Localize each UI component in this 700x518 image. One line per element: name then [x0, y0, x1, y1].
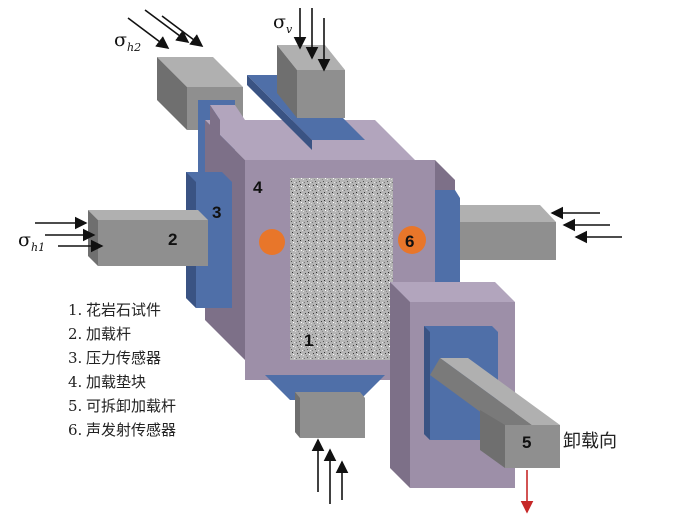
arrows-sigma-h2	[127, 9, 204, 49]
number-1-specimen: 1	[304, 331, 313, 350]
arrows-right-side	[550, 206, 622, 244]
pressure-sensor-right	[435, 190, 460, 290]
number-5-removable-rod: 5	[522, 433, 531, 452]
legend-item: 1.花岩石试件	[68, 301, 162, 319]
label-sigma-v: σv	[273, 11, 293, 36]
legend-item: 5.可拆卸加载杆	[68, 397, 177, 415]
arrows-sigma-v	[293, 8, 331, 72]
legend-item: 6.声发射传感器	[68, 421, 177, 439]
number-4-pad: 4	[253, 178, 263, 197]
legend-item: 3.压力传感器	[68, 349, 162, 367]
legend-list: 1.花岩石试件 2.加载杆 3.压力传感器 4.加载垫块 5.可拆卸加载杆 6.…	[68, 298, 176, 442]
label-sigma-h2: σh2	[114, 29, 141, 54]
acoustic-emission-sensor-left	[259, 229, 285, 255]
label-sigma-h1: σh1	[18, 229, 45, 254]
acoustic-emission-sensor-right	[398, 226, 426, 254]
legend-item: 4.加载垫块	[68, 373, 147, 391]
loading-rod-left	[88, 210, 208, 266]
arrows-bottom	[311, 438, 349, 504]
label-unload-direction: 卸载向	[563, 431, 617, 452]
legend-item: 2.加载杆	[68, 325, 132, 343]
number-2-rod: 2	[168, 230, 177, 249]
arrows-sigma-h1	[35, 216, 104, 253]
removable-loading-rod	[430, 358, 560, 468]
number-6-ae-sensor: 6	[405, 232, 414, 251]
granite-specimen	[290, 178, 393, 360]
number-3-sensor: 3	[212, 203, 221, 222]
loading-rod-vertical-bottom	[265, 375, 385, 438]
